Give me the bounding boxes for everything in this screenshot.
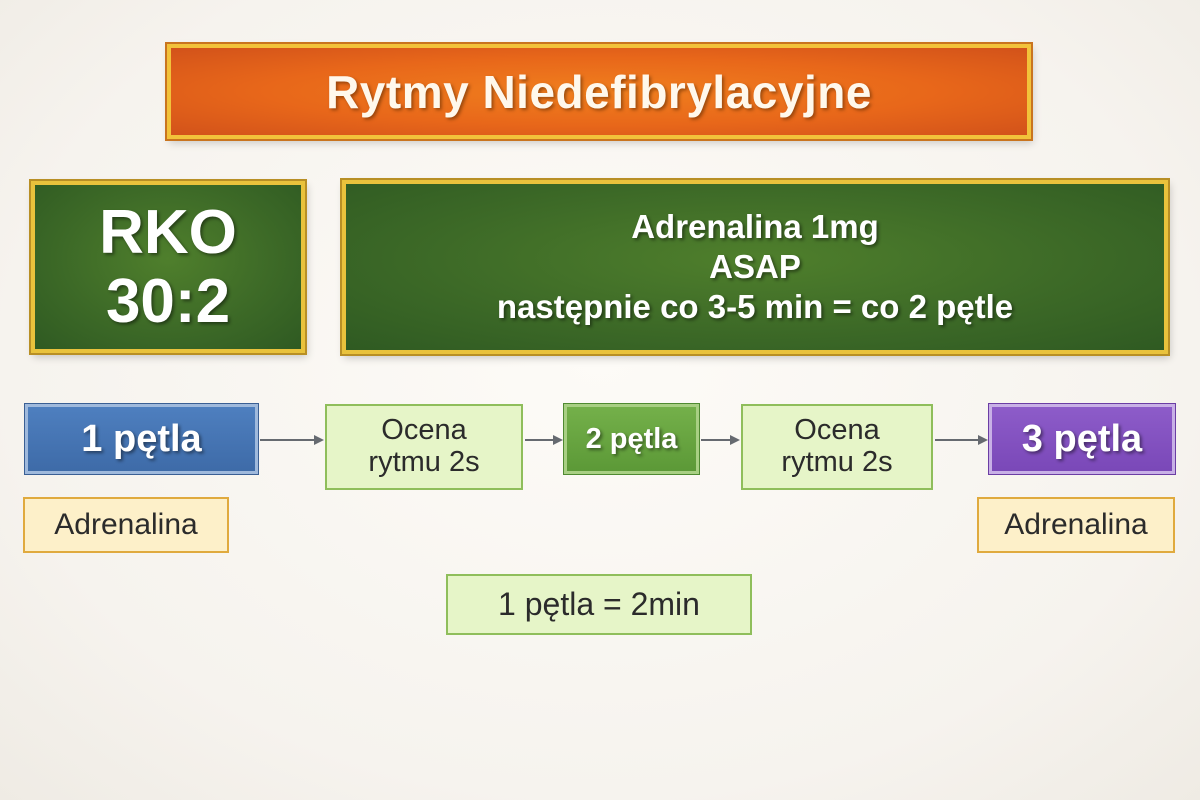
rhythm-check-1-line2: rytmu 2s	[368, 446, 480, 478]
loop-duration-text: 1 pętla = 2min	[498, 586, 700, 622]
loop-1-label: 1 pętla	[81, 417, 202, 460]
loop-3-box: 3 pętla	[989, 404, 1175, 474]
loop-1-box: 1 pętla	[25, 404, 258, 474]
cpr-panel: RKO 30:2	[31, 181, 305, 353]
adrenaline-tag-left: Adrenalina	[23, 497, 229, 553]
loop-3-label: 3 pętla	[1021, 417, 1143, 460]
adrenaline-interval: następnie co 3-5 min = co 2 pętle	[496, 288, 1014, 326]
adrenaline-dose: Adrenalina 1mg	[631, 207, 879, 245]
adrenaline-panel: Adrenalina 1mg ASAP następnie co 3-5 min…	[342, 180, 1168, 354]
cpr-label: RKO	[99, 197, 237, 267]
page-title: Rytmy Niedefibrylacyjne	[326, 65, 872, 118]
adrenaline-tag-right: Adrenalina	[977, 497, 1175, 553]
loop-2-box: 2 pętla	[564, 404, 699, 474]
rhythm-check-2-line2: rytmu 2s	[781, 446, 893, 478]
adrenaline-tag-left-label: Adrenalina	[54, 508, 198, 541]
rhythm-check-2-line1: Ocena	[794, 414, 880, 447]
rhythm-check-1-line1: Ocena	[381, 414, 467, 447]
rhythm-check-1-box: Ocena rytmu 2s	[325, 404, 523, 490]
title-banner: Rytmy Niedefibrylacyjne	[167, 44, 1031, 139]
adrenaline-timing: ASAP	[709, 247, 801, 285]
loop-2-label: 2 pętla	[585, 422, 678, 455]
adrenaline-tag-right-label: Adrenalina	[1004, 508, 1148, 541]
cpr-ratio: 30:2	[105, 267, 231, 336]
rhythm-check-2-box: Ocena rytmu 2s	[741, 404, 933, 490]
loop-duration-legend: 1 pętla = 2min	[446, 574, 752, 635]
